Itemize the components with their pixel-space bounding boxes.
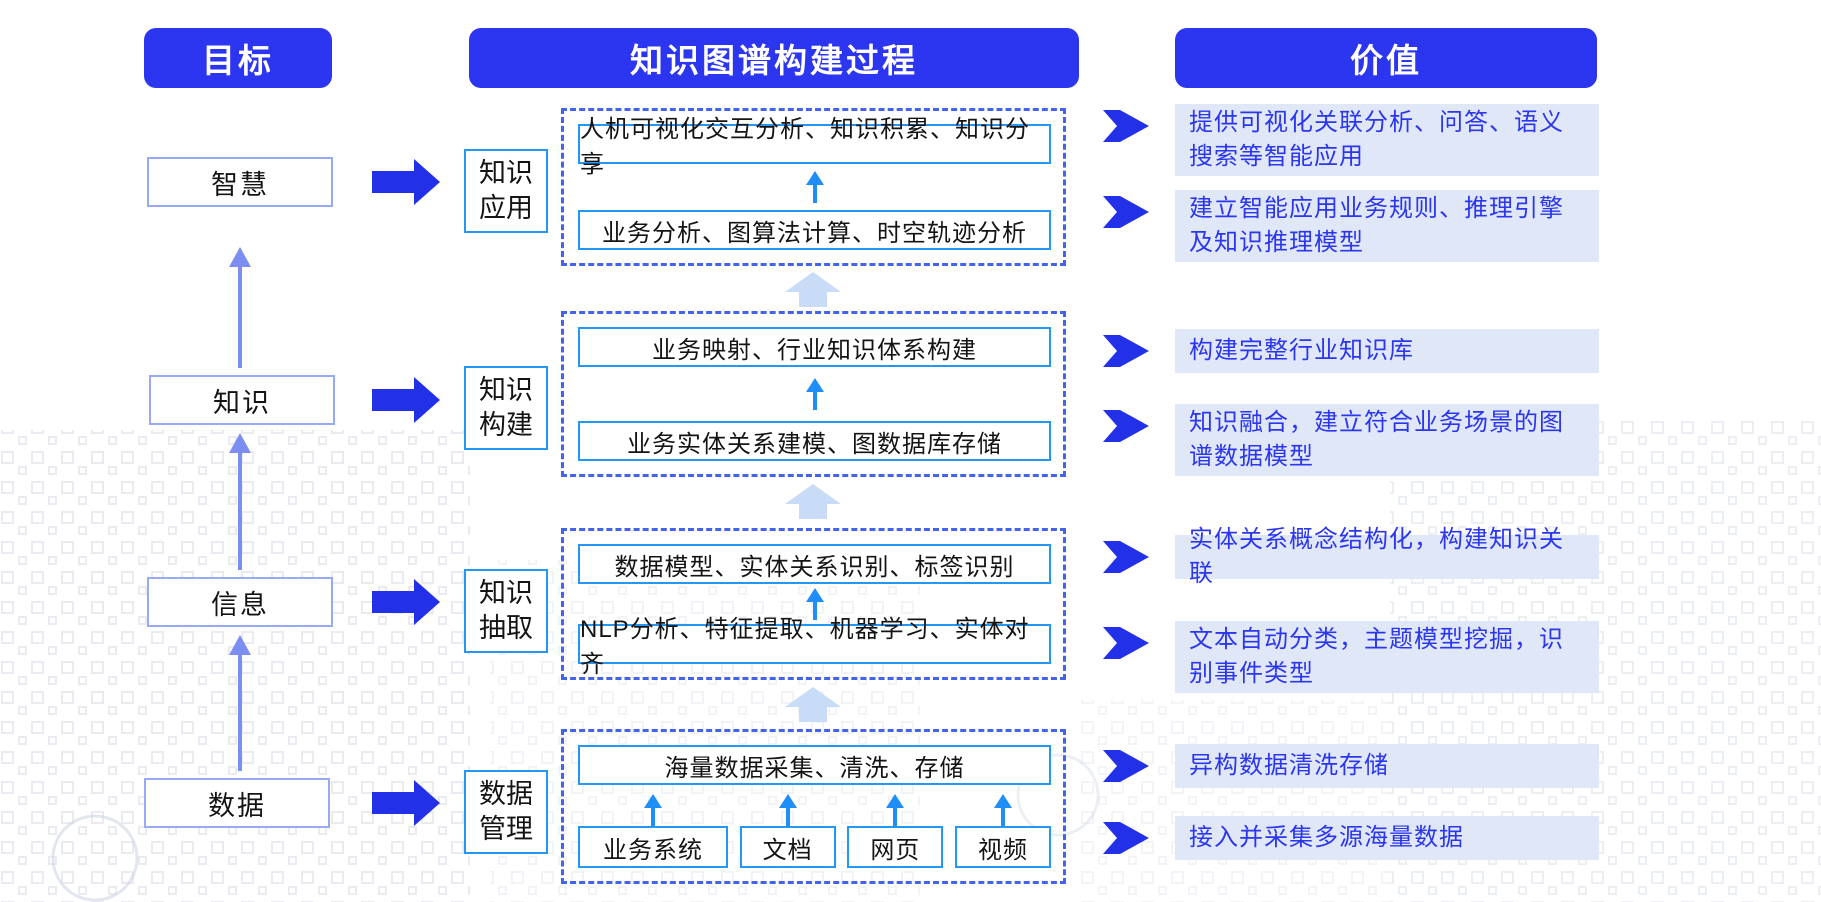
chevron-right-icon (1103, 627, 1149, 659)
header-value: 价值 (1175, 28, 1597, 88)
goal-box-data: 数据 (144, 778, 330, 828)
data-source: 业务系统 (578, 794, 728, 868)
process-container-knowledge-application: 人机可视化交互分析、知识积累、知识分享 业务分析、图算法计算、时空轨迹分析 (561, 108, 1066, 266)
block-arrow-right-icon (372, 780, 440, 826)
stage-label-knowledge-construction: 知识 构建 (464, 366, 548, 450)
chevron-right-icon (1103, 410, 1149, 442)
goal-box-wisdom: 智慧 (147, 157, 333, 207)
source-box-business-system: 业务系统 (578, 826, 728, 868)
process-step-box: 海量数据采集、清洗、存储 (578, 745, 1051, 785)
stage-label-line: 知识 (479, 157, 533, 188)
process-step-box: 业务实体关系建模、图数据库存储 (578, 421, 1051, 461)
process-step-box: 人机可视化交互分析、知识积累、知识分享 (578, 116, 1051, 178)
arrow-up-icon (886, 794, 905, 826)
process-container-knowledge-extraction: 数据模型、实体关系识别、标签识别 NLP分析、特征提取、机器学习、实体对齐 (561, 528, 1066, 680)
stage-label-knowledge-extraction: 知识 抽取 (464, 569, 548, 653)
value-item: 接入并采集多源海量数据 (1175, 816, 1599, 860)
process-step-box: 业务映射、行业知识体系构建 (578, 327, 1051, 367)
value-item: 建立智能应用业务规则、推理引擎及知识推理模型 (1175, 190, 1599, 262)
process-container-data-management: 海量数据采集、清洗、存储 业务系统 文档 网页 视频 (561, 729, 1066, 884)
chevron-right-icon (1103, 335, 1149, 367)
block-arrow-up-icon (785, 272, 841, 307)
goal-box-information: 信息 (147, 577, 333, 627)
process-step-box: 业务分析、图算法计算、时空轨迹分析 (578, 210, 1051, 250)
value-item: 文本自动分类，主题模型挖掘，识别事件类型 (1175, 621, 1599, 693)
stage-label-line: 管理 (479, 814, 533, 844)
arrow-up-icon (228, 247, 252, 368)
chevron-right-icon (1103, 110, 1149, 142)
data-source: 视频 (954, 794, 1051, 868)
stage-label-line: 数据 (479, 778, 533, 809)
chevron-right-icon (1103, 541, 1149, 573)
value-item: 提供可视化关联分析、问答、语义搜索等智能应用 (1175, 104, 1599, 176)
block-arrow-up-icon (785, 484, 841, 519)
source-box-document: 文档 (739, 826, 836, 868)
block-arrow-right-icon (372, 579, 440, 625)
arrow-up-icon (993, 794, 1012, 826)
stage-label-line: 构建 (479, 410, 533, 440)
chevron-right-icon (1103, 750, 1149, 782)
value-item: 异构数据清洗存储 (1175, 744, 1599, 788)
source-box-video: 视频 (954, 826, 1051, 868)
arrow-up-icon (805, 378, 824, 410)
stage-label-line: 抽取 (479, 613, 533, 643)
block-arrow-right-icon (372, 159, 440, 205)
arrow-up-icon (228, 635, 252, 771)
block-arrow-right-icon (372, 377, 440, 423)
header-process: 知识图谱构建过程 (469, 28, 1079, 88)
arrow-up-icon (228, 433, 252, 570)
source-box-webpage: 网页 (847, 826, 944, 868)
chevron-right-icon (1103, 822, 1149, 854)
data-source: 网页 (847, 794, 944, 868)
stage-label-knowledge-application: 知识 应用 (464, 149, 548, 233)
data-source: 文档 (739, 794, 836, 868)
arrow-up-icon (778, 794, 797, 826)
value-item: 知识融合，建立符合业务场景的图谱数据模型 (1175, 404, 1599, 476)
chevron-right-icon (1103, 196, 1149, 228)
stage-label-line: 知识 (479, 374, 533, 405)
process-step-box: NLP分析、特征提取、机器学习、实体对齐 (578, 616, 1051, 678)
arrow-up-icon (805, 171, 824, 203)
stage-label-line: 知识 (479, 577, 533, 608)
arrow-up-icon (644, 794, 662, 826)
stage-label-data-management: 数据 管理 (464, 770, 548, 854)
header-goal: 目标 (144, 28, 332, 88)
process-step-box: 数据模型、实体关系识别、标签识别 (578, 544, 1051, 584)
data-sources-row: 业务系统 文档 网页 视频 (578, 794, 1051, 868)
stage-label-line: 应用 (479, 193, 533, 223)
block-arrow-up-icon (785, 687, 841, 722)
value-item: 实体关系概念结构化，构建知识关联 (1175, 526, 1599, 587)
process-container-knowledge-construction: 业务映射、行业知识体系构建 业务实体关系建模、图数据库存储 (561, 311, 1066, 477)
value-item: 构建完整行业知识库 (1175, 329, 1599, 373)
goal-box-knowledge: 知识 (149, 375, 335, 425)
